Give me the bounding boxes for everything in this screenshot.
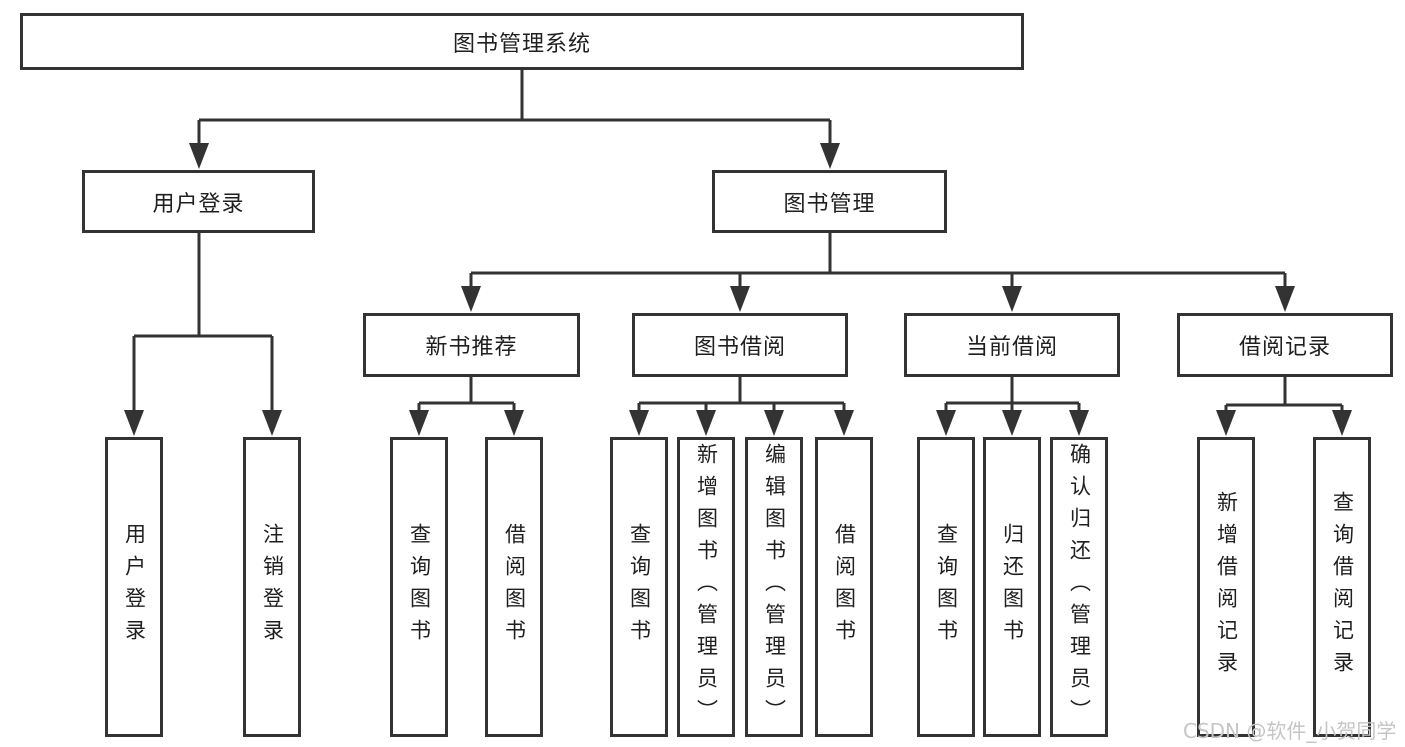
arrow-icon bbox=[696, 410, 716, 436]
node-label: 查询借阅记录 bbox=[1330, 491, 1355, 683]
node-library-management-system: 图书管理系统 bbox=[20, 13, 1024, 70]
arrow-icon bbox=[409, 410, 429, 436]
leaf-user-login: 用户登录 bbox=[105, 437, 163, 737]
node-label: 查询图书 bbox=[627, 523, 652, 651]
leaf-query-borrow-record: 查询借阅记录 bbox=[1313, 437, 1371, 737]
leaf-add-book-admin: 新增图书（管理员） bbox=[677, 437, 735, 737]
node-label: 归还图书 bbox=[1000, 523, 1025, 651]
arrow-icon bbox=[834, 410, 854, 436]
node-label: 注销登录 bbox=[260, 523, 285, 651]
node-current-borrowing: 当前借阅 bbox=[904, 313, 1120, 377]
node-label: 图书借阅 bbox=[693, 335, 786, 360]
node-label: 用户登录 bbox=[122, 523, 147, 651]
leaf-query-books-recommendation: 查询图书 bbox=[390, 437, 448, 737]
arrow-icon bbox=[764, 410, 784, 436]
arrow-icon bbox=[124, 410, 144, 436]
node-label: 查询图书 bbox=[934, 523, 959, 651]
node-label: 编辑图书（管理员） bbox=[762, 443, 787, 731]
node-label: 图书管理 bbox=[783, 191, 876, 217]
leaf-edit-book-admin: 编辑图书（管理员） bbox=[745, 437, 803, 737]
node-user-login: 用户登录 bbox=[82, 170, 315, 233]
arrow-icon bbox=[730, 286, 750, 312]
node-label: 查询图书 bbox=[407, 523, 432, 651]
arrow-icon bbox=[1069, 410, 1089, 436]
leaf-borrow-books-borrowing: 借阅图书 bbox=[815, 437, 873, 737]
node-new-book-recommendation: 新书推荐 bbox=[363, 313, 580, 377]
leaf-query-books-current: 查询图书 bbox=[917, 437, 975, 737]
node-label: 确认归还（管理员） bbox=[1067, 443, 1092, 731]
csdn-watermark: CSDN @软件_小贺同学 bbox=[1183, 719, 1397, 743]
node-label: 新增借阅记录 bbox=[1214, 491, 1239, 683]
node-label: 图书管理系统 bbox=[452, 31, 591, 57]
node-label: 用户登录 bbox=[152, 191, 245, 217]
node-book-borrowing: 图书借阅 bbox=[632, 313, 848, 377]
arrow-icon bbox=[629, 410, 649, 436]
leaf-query-books-borrowing: 查询图书 bbox=[610, 437, 668, 737]
node-label: 借阅图书 bbox=[832, 523, 857, 651]
node-book-management: 图书管理 bbox=[712, 170, 947, 233]
node-label: 新增图书（管理员） bbox=[694, 443, 719, 731]
leaf-logout: 注销登录 bbox=[243, 437, 301, 737]
leaf-confirm-return-admin: 确认归还（管理员） bbox=[1050, 437, 1108, 737]
node-label: 借阅图书 bbox=[502, 523, 527, 651]
arrow-icon bbox=[504, 410, 524, 436]
arrow-icon bbox=[1002, 286, 1022, 312]
arrow-icon bbox=[461, 286, 481, 312]
leaf-return-books: 归还图书 bbox=[983, 437, 1041, 737]
arrow-icon bbox=[936, 410, 956, 436]
node-label: 当前借阅 bbox=[965, 335, 1058, 360]
node-label: 借阅记录 bbox=[1238, 335, 1331, 360]
arrow-icon bbox=[189, 143, 209, 169]
leaf-borrow-books-recommendation: 借阅图书 bbox=[485, 437, 543, 737]
arrow-icon bbox=[1002, 410, 1022, 436]
arrow-icon bbox=[1216, 410, 1236, 436]
arrow-icon bbox=[262, 410, 282, 436]
arrow-icon bbox=[1332, 410, 1352, 436]
arrow-icon bbox=[820, 143, 840, 169]
node-label: 新书推荐 bbox=[425, 335, 518, 360]
arrow-icon bbox=[1275, 286, 1295, 312]
leaf-add-borrow-record: 新增借阅记录 bbox=[1197, 437, 1255, 737]
node-borrowing-records: 借阅记录 bbox=[1177, 313, 1393, 377]
